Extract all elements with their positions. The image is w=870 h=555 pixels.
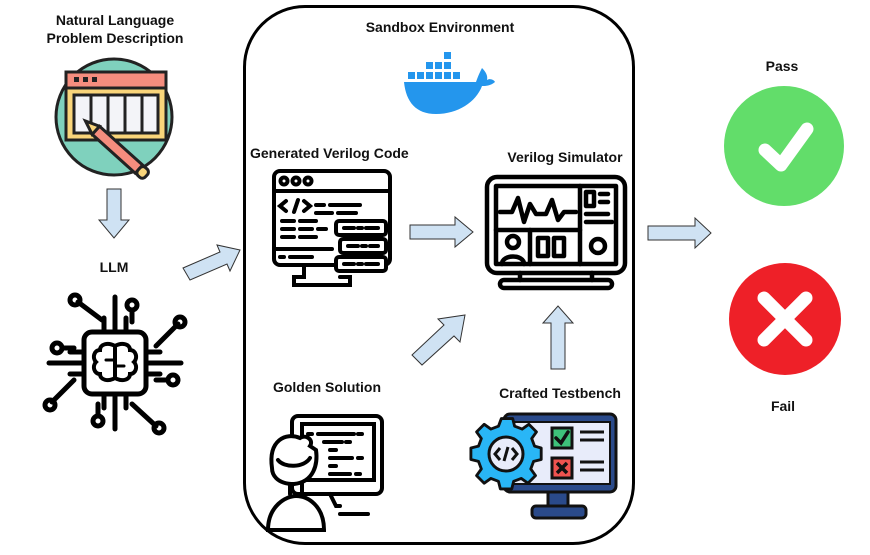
- generated-code-label: Generated Verilog Code: [250, 145, 409, 161]
- dashboard-monitor-icon: [484, 174, 628, 291]
- fail-label: Fail: [770, 398, 796, 414]
- code-monitor-database-icon: [272, 169, 394, 291]
- arrow-code-to-simulator: [409, 215, 475, 249]
- problem-label-line2: Problem Description: [46, 30, 184, 46]
- arrow-golden-to-simulator: [410, 312, 468, 366]
- pass-label: Pass: [765, 58, 799, 74]
- arrow-llm-to-sandbox: [180, 238, 244, 282]
- testbench-label: Crafted Testbench: [499, 385, 621, 401]
- llm-label: LLM: [99, 259, 129, 275]
- arrow-sandbox-to-results: [647, 216, 713, 250]
- problem-label: Natural Language Problem Description: [20, 11, 210, 47]
- ai-chip-brain-icon: [42, 292, 188, 436]
- gear-checklist-monitor-icon: [469, 410, 620, 524]
- sandbox-environment-container: [243, 5, 635, 545]
- sandbox-label: Sandbox Environment: [365, 19, 515, 35]
- x-circle-icon: [728, 262, 842, 376]
- developer-monitor-icon: [264, 410, 388, 534]
- simulator-label: Verilog Simulator: [507, 149, 623, 165]
- arrow-testbench-to-simulator: [541, 305, 575, 371]
- document-edit-icon: [52, 57, 176, 182]
- checkmark-circle-icon: [723, 85, 845, 207]
- golden-label: Golden Solution: [272, 379, 382, 395]
- docker-whale-icon: [402, 50, 498, 116]
- problem-label-line1: Natural Language: [55, 12, 175, 28]
- arrow-problem-to-llm: [97, 188, 131, 240]
